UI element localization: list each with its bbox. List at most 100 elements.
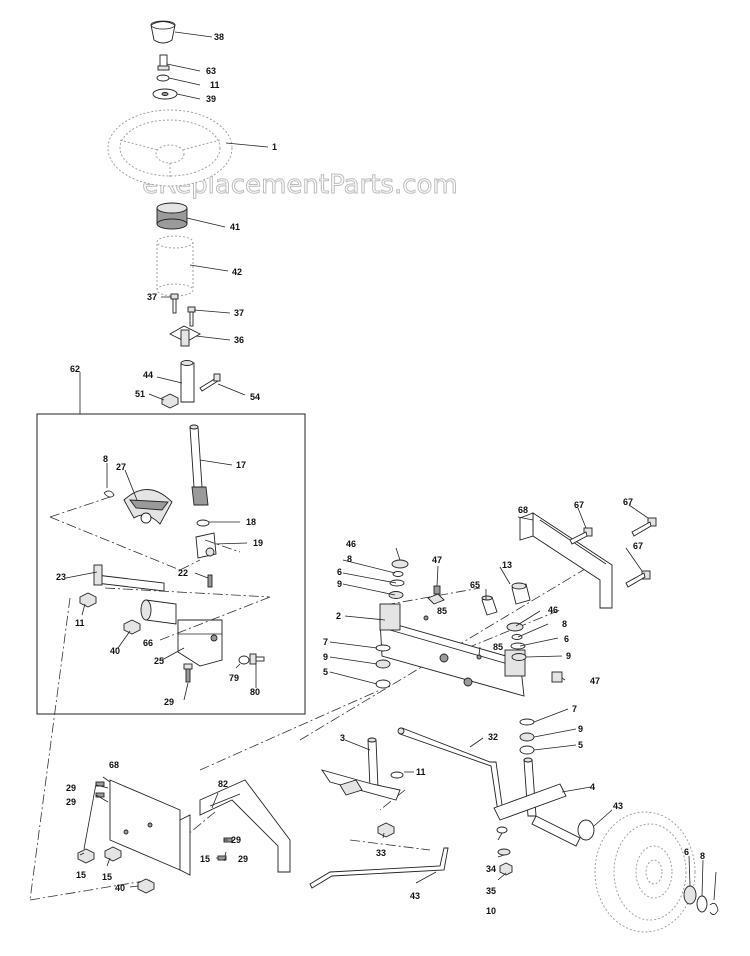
- steering-wheel-1: [107, 109, 233, 187]
- spacer-13: [511, 582, 531, 605]
- callout-11: 11: [210, 80, 220, 90]
- callout-47: 47: [432, 555, 442, 565]
- grease-fitting-47-lower: [551, 671, 563, 683]
- washer-39: [152, 88, 178, 100]
- callout-29: 29: [238, 854, 248, 864]
- callout-85: 85: [493, 642, 503, 652]
- callout-18: 18: [246, 517, 256, 527]
- nuts-15-lower: [77, 846, 155, 894]
- mounting-bracket-68-top: [519, 512, 613, 609]
- callout-15: 15: [76, 870, 86, 880]
- callout-15: 15: [102, 872, 112, 882]
- callout-6: 8: [700, 851, 705, 861]
- nut-40-inset: [123, 619, 141, 635]
- steering-cap-38: [150, 20, 176, 44]
- callout-68: 68: [109, 760, 119, 770]
- steering-shaft-17: [189, 424, 209, 506]
- callout-29: 29: [231, 835, 241, 845]
- callout-3: 3: [340, 733, 345, 743]
- bracket-36: [169, 325, 201, 347]
- stack-left-hardware: [375, 559, 409, 689]
- pin-85-upper: [423, 615, 429, 621]
- callout-44: 44: [143, 370, 153, 380]
- callout-22: 22: [178, 568, 188, 578]
- callout-54: 54: [250, 392, 260, 402]
- callout-33: 34: [486, 864, 496, 874]
- callout-65: 65: [470, 580, 480, 590]
- callout-68: 68: [518, 505, 528, 515]
- callout-46: 46: [548, 605, 558, 615]
- bushing-66: [140, 599, 177, 625]
- callout-37: 37: [147, 292, 157, 302]
- bolt-37-left: [170, 293, 179, 314]
- callout-6: 6: [564, 634, 569, 644]
- callout-17: 17: [236, 460, 246, 470]
- callout-43: 6: [684, 847, 689, 857]
- leader-lines: [65, 31, 717, 901]
- callout-9: 9: [337, 579, 342, 589]
- callout-8: 8: [103, 454, 108, 464]
- callout-66: 66: [143, 638, 153, 648]
- cover-42: [156, 235, 194, 297]
- callout-8: 8: [562, 619, 567, 629]
- callout-67: 67: [633, 541, 643, 551]
- callout-15: 40: [115, 883, 125, 893]
- washer-43-hub: [577, 819, 595, 841]
- callout-46: 46: [346, 539, 356, 549]
- callout-1: 1: [272, 142, 277, 152]
- pin-85-lower: [476, 654, 482, 660]
- callout-40: 40: [110, 646, 120, 656]
- pin-22: [207, 574, 213, 588]
- callout-82: 82: [218, 779, 228, 789]
- callout-9: 9: [566, 651, 571, 661]
- callout-9: 9: [323, 652, 328, 662]
- bolt-67-a: [569, 527, 593, 545]
- callout-5: 5: [578, 740, 583, 750]
- callout-51: 51: [135, 389, 145, 399]
- bolt-67-b: [631, 517, 657, 537]
- nut-51: [161, 393, 179, 409]
- callout-29: 15: [200, 854, 210, 864]
- callout-7: 7: [572, 704, 577, 714]
- bolt-67-c: [625, 570, 651, 588]
- callout-43: 43: [613, 801, 623, 811]
- callout-13: 13: [502, 560, 512, 570]
- washer-18: [196, 519, 210, 527]
- callout-11: 11: [416, 767, 426, 777]
- clip-8-inset: [103, 490, 115, 498]
- callout-11: 11: [75, 618, 85, 628]
- bolt-37-right: [187, 306, 196, 327]
- washer-11-spindle: [390, 771, 404, 779]
- callout-34: 35: [486, 886, 496, 896]
- callout-7: 7: [323, 637, 328, 647]
- sector-gear-27: [123, 489, 173, 525]
- bolt-63: [157, 54, 170, 71]
- inset-box-62: [36, 413, 306, 715]
- spacer-65: [481, 595, 498, 616]
- callout-42: 42: [232, 267, 242, 277]
- callout-29: 29: [66, 783, 76, 793]
- callout-8: 8: [347, 554, 352, 564]
- bolt-29-inset: [183, 663, 193, 683]
- nut-11-inset: [79, 592, 97, 608]
- callout-40: 33: [376, 848, 386, 858]
- callout-37: 37: [234, 308, 244, 318]
- tie-rod-10: [309, 847, 449, 889]
- callout-62: 62: [70, 364, 80, 374]
- callout-29: 29: [66, 797, 76, 807]
- coupler-19: [195, 532, 217, 559]
- callout-80: 80: [250, 687, 260, 697]
- callout-labels: 38 63 11 39 1 41 42 37 37 36 62 44 51 54…: [56, 32, 705, 916]
- mounting-bracket-68-lower: [109, 779, 191, 876]
- callout-79: 79: [229, 673, 239, 683]
- front-tire: [594, 811, 696, 933]
- stack-right-hardware: [506, 622, 535, 755]
- callout-29: 29: [164, 697, 174, 707]
- callout-85: 85: [437, 606, 447, 616]
- callout-67: 67: [623, 497, 633, 507]
- bracket-82: [199, 779, 291, 873]
- spindle-3: [320, 737, 401, 801]
- callout-2: 2: [336, 611, 341, 621]
- callout-39: 39: [206, 94, 216, 104]
